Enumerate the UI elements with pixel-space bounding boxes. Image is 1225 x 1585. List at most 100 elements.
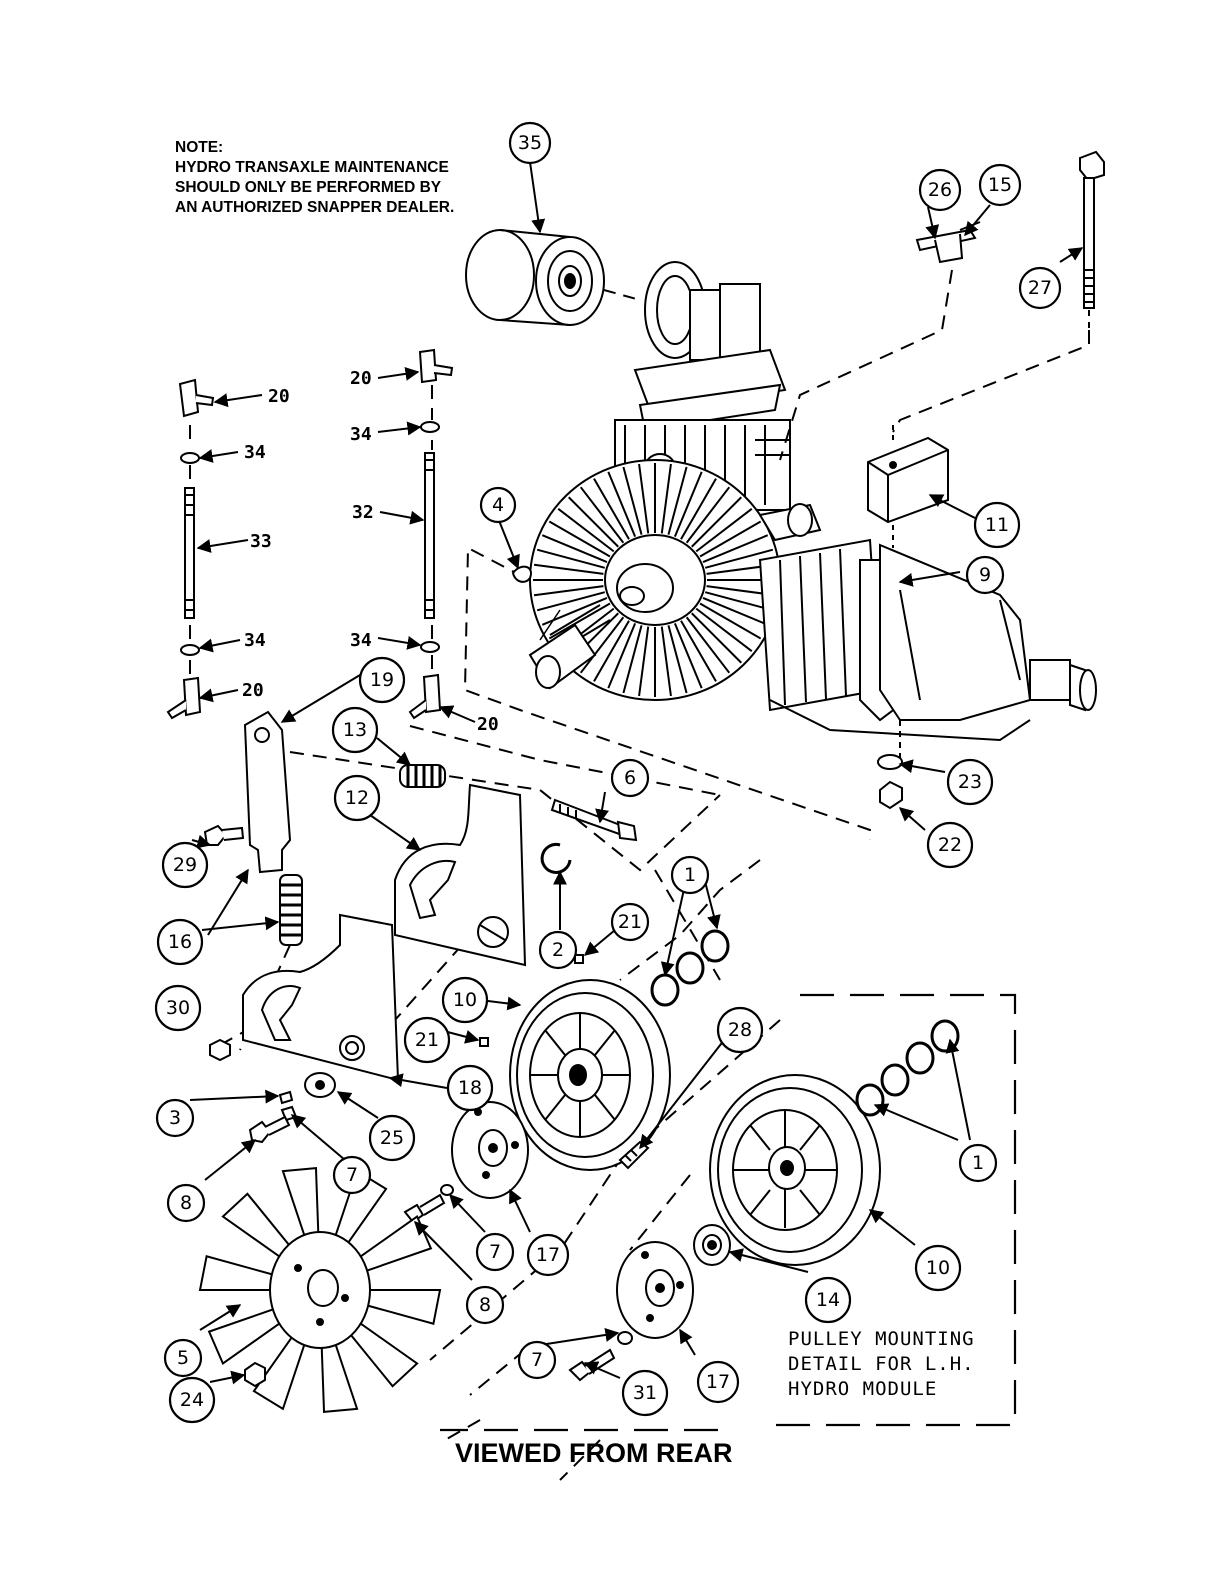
linkage-rods-drawing xyxy=(168,350,452,718)
view-caption: VIEWED FROM REAR xyxy=(455,1438,733,1468)
callout-16: 16 xyxy=(158,920,202,964)
callout-24: 24 xyxy=(170,1378,214,1422)
svg-text:24: 24 xyxy=(180,1389,204,1411)
svg-text:17: 17 xyxy=(706,1371,730,1393)
svg-text:2: 2 xyxy=(552,939,564,961)
pulley-detail-caption: PULLEY MOUNTING DETAIL FOR L.H. HYDRO MO… xyxy=(788,1328,975,1400)
detail-line: DETAIL FOR L.H. xyxy=(788,1353,975,1375)
svg-text:28: 28 xyxy=(728,1019,752,1041)
callout-10: 10 xyxy=(916,1246,960,1290)
svg-text:19: 19 xyxy=(370,669,394,691)
control-plate-18-drawing xyxy=(243,915,398,1080)
svg-text:11: 11 xyxy=(985,514,1009,536)
svg-text:26: 26 xyxy=(928,179,952,201)
svg-text:30: 30 xyxy=(166,997,190,1019)
svg-text:18: 18 xyxy=(458,1077,482,1099)
svg-text:23: 23 xyxy=(958,771,982,793)
label-20: 20 xyxy=(268,386,290,407)
callout-27: 27 xyxy=(1020,268,1060,308)
svg-text:3: 3 xyxy=(169,1107,181,1129)
svg-text:14: 14 xyxy=(816,1289,840,1311)
callout-1: 1 xyxy=(672,857,708,893)
mounting-block-drawing xyxy=(868,425,948,548)
svg-text:7: 7 xyxy=(346,1164,358,1186)
label-34: 34 xyxy=(244,630,266,651)
callout-7: 7 xyxy=(519,1342,555,1378)
svg-text:1: 1 xyxy=(684,864,696,886)
long-bolt-drawing xyxy=(1080,152,1104,340)
svg-text:17: 17 xyxy=(536,1244,560,1266)
callout-23: 23 xyxy=(948,760,992,804)
callout-17: 17 xyxy=(698,1362,738,1402)
label-32: 32 xyxy=(352,502,374,523)
pulley-10-lh-drawing xyxy=(710,1075,880,1265)
callout-7: 7 xyxy=(477,1234,513,1270)
label-20: 20 xyxy=(350,368,372,389)
callout-17: 17 xyxy=(528,1235,568,1275)
svg-text:4: 4 xyxy=(492,494,504,516)
callout-30: 30 xyxy=(156,986,200,1030)
svg-text:8: 8 xyxy=(180,1192,192,1214)
callout-7: 7 xyxy=(334,1157,370,1193)
callout-8: 8 xyxy=(467,1287,503,1323)
callout-31: 31 xyxy=(623,1371,667,1415)
svg-text:15: 15 xyxy=(988,174,1012,196)
callout-12: 12 xyxy=(335,776,379,820)
svg-text:25: 25 xyxy=(380,1127,404,1149)
label-34: 34 xyxy=(350,424,372,445)
callout-21: 21 xyxy=(612,904,648,940)
svg-text:6: 6 xyxy=(624,767,636,789)
svg-text:35: 35 xyxy=(518,132,542,154)
callout-29: 29 xyxy=(163,843,207,887)
svg-text:10: 10 xyxy=(926,1257,950,1279)
callout-4: 4 xyxy=(481,488,515,522)
spring-16-drawing xyxy=(280,875,302,945)
axle-housing-drawing xyxy=(760,540,1096,760)
svg-text:13: 13 xyxy=(343,719,367,741)
svg-text:7: 7 xyxy=(489,1241,501,1263)
callout-5: 5 xyxy=(165,1340,201,1376)
label-20: 20 xyxy=(242,680,264,701)
svg-text:8: 8 xyxy=(479,1294,491,1316)
callout-25: 25 xyxy=(370,1116,414,1160)
svg-text:5: 5 xyxy=(177,1347,189,1369)
detail-line: PULLEY MOUNTING xyxy=(788,1328,975,1350)
callout-28: 28 xyxy=(718,1008,762,1052)
svg-text:31: 31 xyxy=(633,1382,657,1404)
svg-text:21: 21 xyxy=(415,1029,439,1051)
hub-17-lh-drawing xyxy=(617,1242,693,1338)
svg-text:12: 12 xyxy=(345,787,369,809)
label-33: 33 xyxy=(250,531,272,552)
svg-text:10: 10 xyxy=(453,989,477,1011)
label-34: 34 xyxy=(244,442,266,463)
svg-text:29: 29 xyxy=(173,854,197,876)
detail-line: HYDRO MODULE xyxy=(788,1378,937,1400)
oil-filter-drawing xyxy=(466,230,640,325)
callout-35: 35 xyxy=(510,123,550,163)
callout-15: 15 xyxy=(980,165,1020,205)
callout-8: 8 xyxy=(168,1185,204,1221)
label-20: 20 xyxy=(477,714,499,735)
hub-17-drawing xyxy=(452,1102,528,1198)
spring-13-drawing xyxy=(400,765,445,787)
svg-text:22: 22 xyxy=(938,834,962,856)
callout-10: 10 xyxy=(443,978,487,1022)
svg-text:27: 27 xyxy=(1028,277,1052,299)
hydro-transaxle-drawing xyxy=(466,230,1096,760)
callout-13: 13 xyxy=(333,708,377,752)
callout-1: 1 xyxy=(960,1145,996,1181)
callout-11: 11 xyxy=(975,503,1019,547)
callout-26: 26 xyxy=(920,170,960,210)
callout-22: 22 xyxy=(928,823,972,867)
svg-text:1: 1 xyxy=(972,1152,984,1174)
callout-2: 2 xyxy=(540,932,576,968)
cooling-fan-drawing xyxy=(200,1168,440,1412)
svg-text:21: 21 xyxy=(618,911,642,933)
callout-6: 6 xyxy=(612,760,648,796)
svg-text:9: 9 xyxy=(979,564,991,586)
svg-text:7: 7 xyxy=(531,1349,543,1371)
callout-19: 19 xyxy=(360,658,404,702)
callout-14: 14 xyxy=(806,1278,850,1322)
callout-18: 18 xyxy=(448,1066,492,1110)
